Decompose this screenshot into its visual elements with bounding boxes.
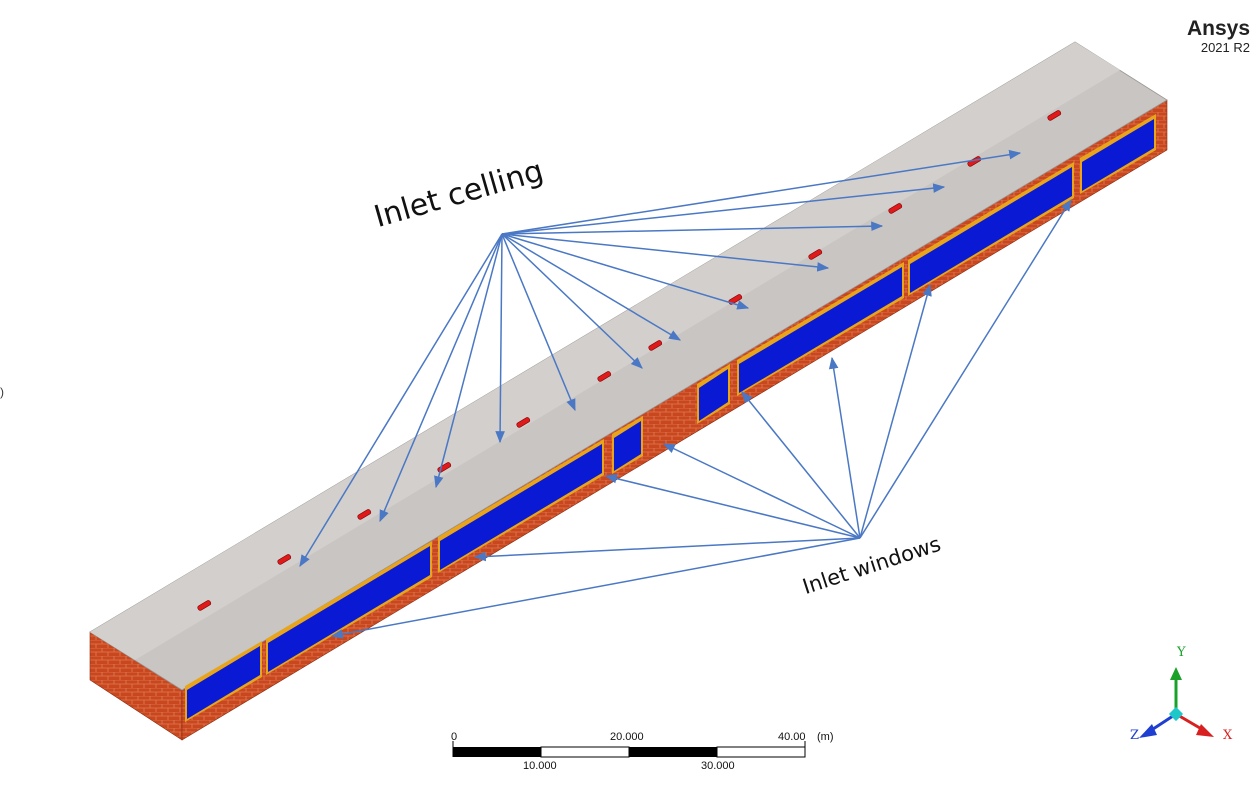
building-geometry <box>89 41 1168 741</box>
callout-arrow <box>859 283 932 539</box>
callout-arrow <box>330 537 861 639</box>
callout-arrow <box>379 233 503 523</box>
building-roof <box>89 41 1168 691</box>
scale-unit: (m) <box>817 731 834 743</box>
window <box>268 546 430 672</box>
callout-arrow <box>859 198 1072 539</box>
scale-label-top: 20.000 <box>610 731 644 743</box>
callout-arrow <box>501 233 643 369</box>
ceiling-inlet <box>1047 110 1062 121</box>
ceiling-inlet <box>808 249 823 260</box>
ansys-logo: Ansys 2021 R2 <box>1186 17 1250 56</box>
window <box>187 646 260 719</box>
callout-arrow <box>501 233 750 310</box>
scale-label-top: 0 <box>451 731 458 743</box>
callout-arrow <box>434 233 503 489</box>
callout-arrow <box>501 183 946 235</box>
window <box>699 369 728 421</box>
scale-label-bottom: 10.000 <box>523 760 557 772</box>
window <box>1082 119 1154 191</box>
x-axis-label: X <box>1223 728 1233 743</box>
callout-arrow <box>828 356 861 539</box>
scale-segment <box>453 747 541 757</box>
edge-mark: ) <box>0 385 4 399</box>
brand-name: Ansys <box>1186 17 1250 40</box>
z-axis-arrowhead <box>1139 724 1157 738</box>
ceiling-inlet <box>197 600 212 611</box>
ceiling-inlet <box>597 371 612 382</box>
brand-version: 2021 R2 <box>1200 40 1250 55</box>
callout-arrow <box>501 233 682 341</box>
inlet-windows <box>185 114 1156 722</box>
callout-arrow <box>662 443 861 539</box>
callout-arrow <box>299 233 503 568</box>
callout-arrow <box>501 233 576 412</box>
callout-arrow <box>495 233 505 444</box>
scale-label-top: 40.00 <box>778 731 806 743</box>
window <box>440 444 602 570</box>
scale-label-bottom: 30.000 <box>701 760 735 772</box>
callout-arrow <box>501 221 884 235</box>
window <box>614 421 641 471</box>
window <box>739 267 902 393</box>
y-axis-label: Y <box>1177 645 1186 660</box>
z-axis-label: Z <box>1130 728 1140 743</box>
x-axis-arrowhead <box>1196 724 1214 737</box>
ceiling-inlet <box>277 554 292 565</box>
callout-arrow <box>741 391 861 539</box>
y-axis-arrowhead <box>1170 667 1182 680</box>
window-callout-arrows <box>330 198 1072 639</box>
scale-segment <box>629 747 717 757</box>
ceiling-inlet <box>357 509 372 520</box>
ceiling-inlet <box>648 340 663 351</box>
callout-arrow <box>604 473 861 539</box>
ceiling-inlet <box>516 417 531 428</box>
scale-bar <box>452 741 806 758</box>
window <box>910 167 1072 293</box>
callout-arrow <box>473 537 861 562</box>
triad-origin <box>1168 706 1184 722</box>
z-axis-line <box>1149 712 1177 733</box>
callout-arrow <box>501 233 830 272</box>
ceiling-callout-arrows <box>299 149 1022 568</box>
axis-triad[interactable] <box>1139 667 1214 738</box>
roof-shade <box>90 42 1120 660</box>
callout-arrow <box>501 149 1022 235</box>
scale-segment <box>540 746 630 758</box>
scale-segment <box>716 746 806 758</box>
ceiling-inlet <box>888 203 903 214</box>
